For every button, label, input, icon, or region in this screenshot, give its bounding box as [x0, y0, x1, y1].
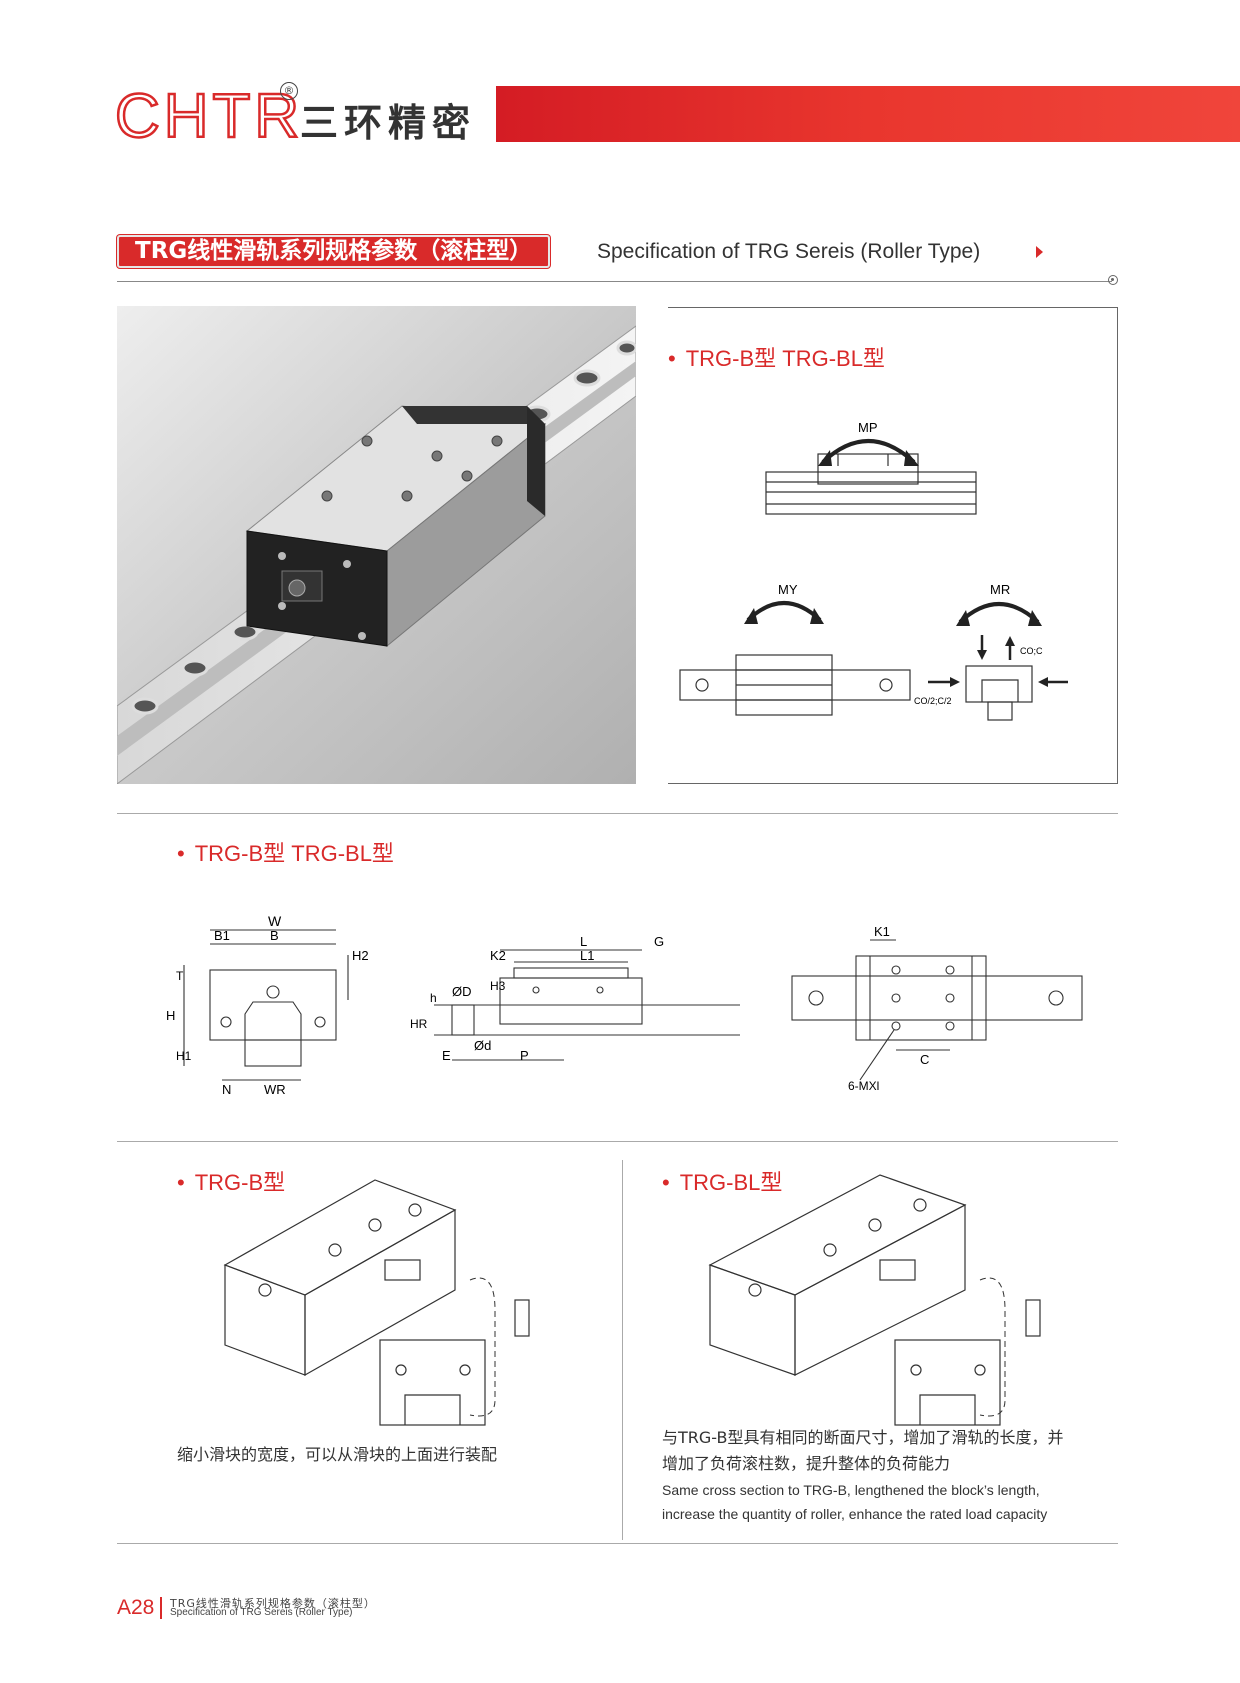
dim-t: T [176, 969, 184, 983]
dim-h: H [166, 1008, 175, 1023]
variant-b-title: TRG-B型 [177, 1165, 285, 1197]
section-divider [117, 281, 1112, 282]
divider-3 [117, 1543, 1118, 1544]
dim-mxl: 6-MXl [848, 1079, 879, 1093]
dim-n: N [222, 1082, 231, 1097]
variant-bl-caption-en-1: Same cross section to TRG-B, lengthened … [662, 1482, 1040, 1498]
load-up-label: CO;C [1020, 646, 1043, 656]
dim-l: L [580, 934, 587, 949]
dim-l1: L1 [580, 948, 594, 963]
dimension-title: TRG-B型 TRG-BL型 [177, 836, 394, 868]
dim-w: W [268, 913, 282, 929]
page-number: A28 [117, 1596, 155, 1619]
footer-title-en: Specification of TRG Sereis (Roller Type… [170, 1607, 353, 1618]
variant-bl-caption-en-2: increase the quantity of roller, enhance… [662, 1506, 1048, 1522]
dimension-drawing: W B1 B H2 T H H1 N WR L L1 G K2 H3 ØD h … [166, 913, 1083, 1097]
variant-bl-drawing [708, 1174, 1041, 1426]
divider-2 [117, 1141, 1118, 1142]
moment-panel-title: TRG-B型 TRG-BL型 [668, 341, 885, 373]
load-side-label: CO/2;C/2 [914, 696, 952, 706]
divider-1 [117, 813, 1118, 814]
footer-separator [160, 1597, 162, 1619]
dim-e: E [442, 1048, 451, 1063]
dim-b: B [270, 928, 279, 943]
mr-label: MR [990, 582, 1010, 597]
header-red-bar [496, 86, 1240, 142]
section-title-en: Specification of TRG Sereis (Roller Type… [597, 240, 981, 263]
mp-label: MP [858, 420, 878, 435]
footer-title-cn: TRG线性滑轨系列规格参数（滚柱型） [170, 1597, 376, 1610]
column-divider [622, 1160, 623, 1540]
circle-end-icon [1108, 275, 1118, 285]
variant-bl-caption-cn-2: 增加了负荷滚柱数，提升整体的负荷能力 [662, 1454, 951, 1473]
dim-c: C [920, 1052, 929, 1067]
product-photo [117, 306, 636, 784]
dim-wr: WR [264, 1082, 286, 1097]
dim-k1: K1 [874, 924, 890, 939]
dim-hr: HR [410, 1017, 428, 1031]
dim-d: Ød [474, 1038, 491, 1053]
brand-name-cn: 三环精密 [300, 101, 477, 145]
moment-diagram-panel [668, 307, 1118, 784]
variant-b-drawing [223, 1179, 530, 1426]
registered-mark: ® [280, 82, 298, 100]
variant-b-caption-cn: 缩小滑块的宽度，可以从滑块的上面进行装配 [177, 1445, 498, 1464]
dim-h2: H2 [352, 948, 369, 963]
brand-logo: CHTR [114, 82, 304, 151]
dim-h1: H1 [176, 1049, 192, 1063]
dim-h-small: h [430, 991, 437, 1005]
dim-g: G [654, 934, 664, 949]
moment-diagram: MP MY MR CO;C CO/2;C/2 [679, 420, 1068, 721]
variant-bl-title: TRG-BL型 [662, 1165, 783, 1197]
my-label: MY [778, 582, 798, 597]
variant-bl-caption-cn-1: 与TRG-B型具有相同的断面尺寸，增加了滑轨的长度，并 [662, 1428, 1064, 1447]
dim-b1: B1 [214, 928, 230, 943]
section-title-cn: TRG线性滑轨系列规格参数（滚柱型） [117, 235, 551, 268]
dim-h3: H3 [490, 979, 506, 993]
dim-od: ØD [452, 984, 472, 999]
dim-k2: K2 [490, 948, 506, 963]
triangle-right-icon [1036, 246, 1043, 258]
dim-p: P [520, 1048, 529, 1063]
